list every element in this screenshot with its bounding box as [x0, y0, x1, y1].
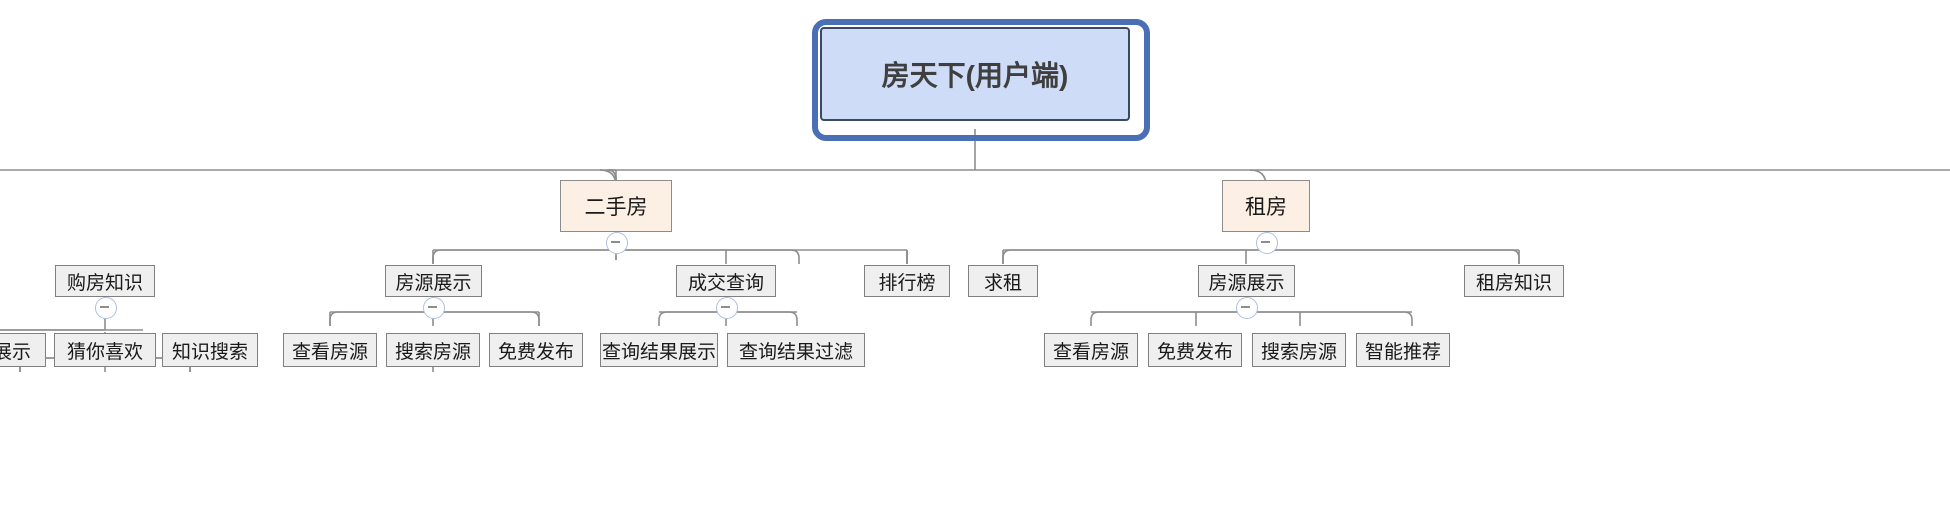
node-zhanshi-clipped[interactable]: 展示	[0, 333, 46, 367]
node-chaxunjieguozhanshi[interactable]: 查询结果展示	[600, 333, 718, 367]
collapse-minus-icon-fangyuanzhanshi-sale[interactable]	[423, 297, 445, 319]
node-zhinengtuijian[interactable]: 智能推荐	[1356, 333, 1450, 367]
node-sousuofangyuan-sale[interactable]: 搜索房源	[386, 333, 480, 367]
root-node-highlight	[812, 19, 1150, 141]
collapse-minus-icon-ershoufang[interactable]	[606, 232, 628, 254]
node-chakanfangyuan-rent[interactable]: 查看房源	[1044, 333, 1138, 367]
node-chakanfangyuan-sale[interactable]: 查看房源	[283, 333, 377, 367]
node-cainixihuan[interactable]: 猜你喜欢	[54, 333, 156, 367]
node-qiuzu[interactable]: 求租	[968, 265, 1038, 297]
category-node-ershoufang[interactable]: 二手房	[560, 180, 672, 232]
root-node-fangtianxia[interactable]: 房天下(用户端)	[820, 27, 1130, 121]
node-chaxunjieguoguolv[interactable]: 查询结果过滤	[727, 333, 865, 367]
node-sousuofangyuan-rent[interactable]: 搜索房源	[1252, 333, 1346, 367]
node-zhishisousuo[interactable]: 知识搜索	[162, 333, 258, 367]
node-fangyuanzhanshi-sale[interactable]: 房源展示	[385, 265, 482, 297]
node-zufangzhishi[interactable]: 租房知识	[1464, 265, 1564, 297]
node-chengjiaochaxun[interactable]: 成交查询	[676, 265, 776, 297]
collapse-minus-icon-fangyuanzhanshi-rent[interactable]	[1236, 297, 1258, 319]
collapse-minus-icon-zufang[interactable]	[1256, 232, 1278, 254]
category-node-zufang[interactable]: 租房	[1222, 180, 1310, 232]
collapse-minus-icon-chengjiaochaxun[interactable]	[716, 297, 738, 319]
collapse-minus-icon-goufangzhishi[interactable]	[95, 297, 117, 319]
node-goufangzhishi[interactable]: 购房知识	[55, 265, 155, 297]
node-mianfeifabu-rent[interactable]: 免费发布	[1148, 333, 1242, 367]
node-fangyuanzhanshi-rent[interactable]: 房源展示	[1198, 265, 1295, 297]
node-mianfeifabu-sale[interactable]: 免费发布	[489, 333, 583, 367]
node-paihangbang[interactable]: 排行榜	[864, 265, 950, 297]
